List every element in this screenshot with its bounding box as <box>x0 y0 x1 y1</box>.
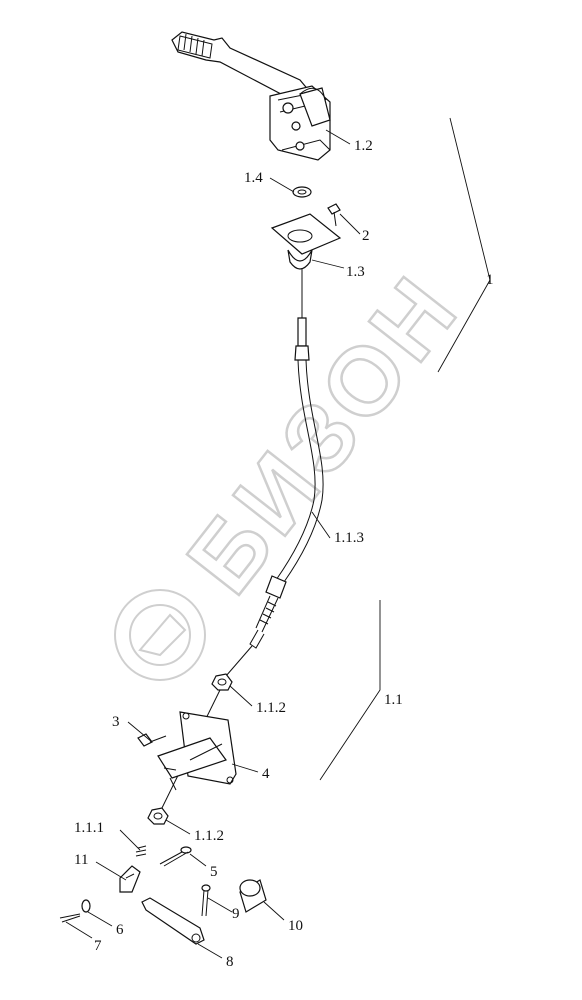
label-3: 3 <box>112 714 120 730</box>
label-1-1-1: 1.1.1 <box>74 820 104 836</box>
label-6: 6 <box>116 922 124 938</box>
spring-part <box>135 845 147 857</box>
label-1-1-2-upper: 1.1.2 <box>256 700 286 716</box>
label-9: 9 <box>232 906 240 922</box>
boot-plate <box>270 213 342 270</box>
label-1: 1 <box>486 272 494 288</box>
cotter-pin-part <box>59 913 81 923</box>
label-7: 7 <box>94 938 102 954</box>
label-1-1-2-lower: 1.1.2 <box>194 828 224 844</box>
watermark-logo-icon <box>114 589 206 681</box>
label-4: 4 <box>262 766 270 782</box>
callout-labels: 1 1.1 1.2 1.3 1.4 2 1.1.3 1.1.2 3 4 1.1.… <box>74 138 494 970</box>
washer-part <box>81 899 91 913</box>
label-2: 2 <box>362 228 370 244</box>
bushing-part <box>239 879 267 913</box>
nut-upper <box>211 673 233 691</box>
hand-brake-lever <box>171 31 331 161</box>
label-1-2: 1.2 <box>354 138 373 154</box>
label-1-4: 1.4 <box>244 170 263 186</box>
label-10: 10 <box>288 918 303 934</box>
watermark-text: БИЗОН <box>167 255 480 613</box>
label-1-3: 1.3 <box>346 264 365 280</box>
clevis-part <box>119 865 141 893</box>
assembly-lines <box>319 117 491 781</box>
bracket-part <box>157 711 237 791</box>
pin-9-part <box>201 884 211 917</box>
label-1-1-3: 1.1.3 <box>334 530 364 546</box>
pin-part <box>159 846 192 867</box>
nut-lower <box>147 807 169 825</box>
bolt-part <box>327 203 341 227</box>
label-1-1: 1.1 <box>384 692 403 708</box>
bolt-3-part <box>137 733 167 747</box>
label-8: 8 <box>226 954 234 970</box>
label-11: 11 <box>74 852 88 868</box>
lever-arm-part <box>141 897 205 945</box>
label-5: 5 <box>210 864 218 880</box>
clip-part <box>292 186 312 198</box>
leader-lines <box>65 129 361 959</box>
